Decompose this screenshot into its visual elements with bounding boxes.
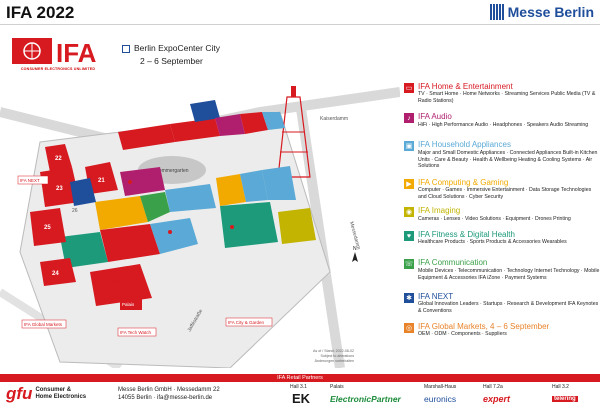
hall-blocks (30, 100, 316, 306)
partner-euronics-name: euronics (424, 394, 457, 404)
gfu-line-2: Home Electronics (35, 394, 87, 400)
messe-berlin-text: Messe Berlin (507, 4, 594, 20)
partner-telering-hall: Hall 3.2 (552, 384, 569, 390)
legend-description: Major and Small Domestic Appliances · Co… (418, 150, 598, 170)
legend-title: IFA Computing & Gaming (418, 178, 509, 187)
hall-number-25: 25 (44, 225, 51, 231)
legend-title: IFA Audio (418, 112, 452, 121)
address-block: Messe Berlin GmbH · Messedamm 22 14055 B… (118, 386, 220, 402)
sommergarten-label: Sommergarten (155, 168, 188, 174)
partner-electronicpartner-name: ElectronicPartner (330, 394, 401, 404)
messe-berlin-mark-icon (489, 4, 504, 20)
ifa-logo-subtitle: CONSUMER ELECTRONICS UNLIMITED (20, 67, 96, 71)
partner-electronicpartner-hall: Palais (330, 384, 344, 390)
venue-name: Berlin ExpoCenter City (122, 43, 220, 53)
legend-title: IFA NEXT (418, 292, 454, 301)
messe-berlin-logo: Messe Berlin (489, 4, 594, 20)
venue-text: Berlin ExpoCenter City (134, 43, 220, 53)
svg-text:N: N (353, 246, 357, 252)
legend-description: Computer · Games · Immersive Entertainme… (418, 187, 592, 200)
event-dates: 2 – 6 September (140, 56, 203, 66)
partner-ek-name: EK (292, 391, 311, 406)
legend-description: OEM · ODM · Components · Suppliers (418, 331, 507, 337)
legend-title: IFA Communication (418, 258, 488, 267)
legend-description: Global Innovation Leaders · Startups · R… (418, 301, 599, 314)
hall-number-24: 24 (52, 271, 59, 277)
hall-number-21: 21 (98, 178, 105, 184)
map-note-1: As of / Stand: 2022-08-02 (313, 349, 354, 353)
exhibition-map: Sommergarten (0, 72, 401, 372)
legend-title: IFA Household Appliances (418, 140, 511, 149)
partner-euronics-hall: Marshall-Haus (424, 384, 457, 390)
zone-ifa-next: IFA NEXT (20, 178, 40, 183)
retail-partners-title: IFA Retail Partners (277, 375, 323, 381)
ifa-logo: IFA (12, 36, 104, 68)
page-title: IFA 2022 (6, 3, 75, 22)
legend-description: Mobile Devices · Telecommunication · Tec… (418, 268, 600, 281)
globe-icon: ◎ (404, 323, 414, 333)
appliance-icon: ▣ (404, 141, 414, 151)
compass-icon: N (352, 246, 358, 262)
map-note-3: Änderungen vorbehalten (315, 359, 354, 363)
gamepad-icon: ▶ (404, 179, 414, 189)
partner-expert-name: expert (483, 394, 511, 404)
gfu-logo: gfu Consumer &Home Electronics (6, 384, 86, 404)
legend-title: IFA Imaging (418, 206, 461, 215)
venue-square-icon (122, 44, 130, 53)
zone-ifa-city: IFA City & Garden (228, 320, 265, 325)
legend-description: Cameras · Lenses · Video Solutions · Equ… (418, 216, 571, 222)
fitness-icon: ♥ (404, 231, 414, 241)
star-icon: ✱ (404, 293, 414, 303)
retail-partners-bar (0, 374, 600, 382)
header-divider (0, 24, 600, 25)
address-line-1: Messe Berlin GmbH · Messedamm 22 (118, 387, 220, 393)
zone-ifa-tech-watch: IFA Tech Watch (120, 330, 152, 335)
speaker-icon: ♪ (404, 113, 414, 123)
partner-ek-hall: Hall 3.1 (290, 384, 307, 390)
legend-description: TV · Smart Home · Home Networks · Stream… (418, 91, 596, 104)
zone-ifa-global-markets: IFA Global Markets (24, 322, 63, 327)
address-line-2: 14055 Berlin · ifa@messe-berlin.de (118, 395, 213, 401)
legend-description: Healthcare Products · Sports Products & … (418, 239, 567, 245)
legend-title: IFA Fitness & Digital Health (418, 230, 515, 239)
legend-title: IFA Global Markets, 4 – 6 September (418, 322, 550, 331)
street-kaiserdamm: Kaiserdamm (320, 116, 348, 122)
hall-number-23: 23 (56, 186, 63, 192)
phone-icon: ☏ (404, 259, 414, 269)
gfu-mark: gfu (6, 384, 33, 403)
hall-number-26: 26 (72, 208, 78, 214)
tv-icon: ▭ (404, 83, 414, 93)
hall-number-22: 22 (55, 156, 62, 162)
ifa-logo-text: IFA (56, 38, 97, 66)
partner-expert-hall: Hall 7.2a (483, 384, 503, 390)
gfu-line-1: Consumer & (35, 387, 72, 393)
pavilion-label: Palais (122, 302, 135, 307)
legend-title: IFA Home & Entertainment (418, 82, 513, 91)
partner-telering-name: telering (552, 396, 578, 402)
legend-description: HiFi · High Performance Audio · Headphon… (418, 122, 589, 128)
map-note-2: Subject to alterations (320, 354, 354, 358)
camera-icon: ◉ (404, 207, 414, 217)
